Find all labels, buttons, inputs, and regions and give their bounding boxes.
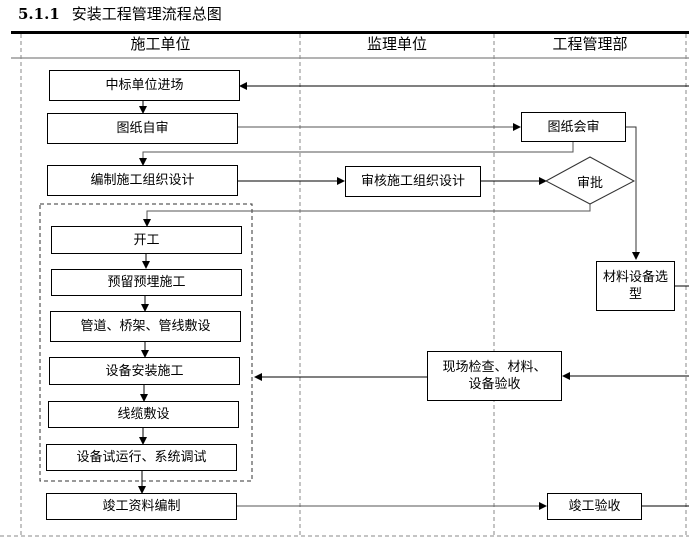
page-title: 5.1.1 安装工程管理流程总图: [18, 3, 222, 24]
node-site-inspect[interactable]: 现场检查、材料、 设备验收: [427, 351, 562, 401]
construction-phase-group: [39, 203, 253, 482]
lane-header-engineering: 工程管理部: [552, 35, 628, 53]
node-commissioning[interactable]: 设备试运行、系统调试: [46, 444, 237, 471]
node-site-inspect-line2: 设备验收: [468, 377, 521, 392]
node-material-select[interactable]: 材料设备选型: [596, 261, 675, 311]
node-review-design[interactable]: 审核施工组织设计: [345, 166, 481, 197]
section-title: 安装工程管理流程总图: [71, 5, 222, 23]
lane-header-contractor: 施工单位: [130, 35, 191, 53]
node-start[interactable]: 开工: [51, 226, 242, 254]
section-number: 5.1.1: [18, 5, 60, 23]
edge-joint-review-to-material-select: [626, 126, 640, 260]
edge-approve-to-start: [143, 204, 591, 227]
node-final-accept[interactable]: 竣工验收: [547, 493, 642, 520]
approve-diamond[interactable]: [544, 156, 636, 205]
lane-header-supervisor: 监理单位: [366, 35, 427, 53]
node-pipes[interactable]: 管道、桥架、管线敷设: [50, 311, 241, 342]
header-top-rule: [11, 31, 689, 34]
node-joint-review[interactable]: 图纸会审: [521, 112, 626, 142]
node-completion-docs[interactable]: 竣工资料编制: [46, 493, 237, 520]
node-enter-site[interactable]: 中标单位进场: [49, 70, 240, 101]
lane-dividers: [0, 34, 689, 537]
node-compile-design[interactable]: 编制施工组织设计: [47, 165, 238, 196]
node-approve-label: 审批: [576, 176, 603, 191]
edge-joint-review-to-compile-design: [139, 142, 574, 166]
node-self-review[interactable]: 图纸自审: [47, 113, 238, 144]
node-cabling[interactable]: 线缆敷设: [48, 401, 239, 428]
node-site-inspect-line1: 现场检查、材料、: [442, 360, 547, 375]
node-equip-install[interactable]: 设备安装施工: [49, 357, 240, 385]
node-embed[interactable]: 预留预埋施工: [51, 269, 242, 296]
